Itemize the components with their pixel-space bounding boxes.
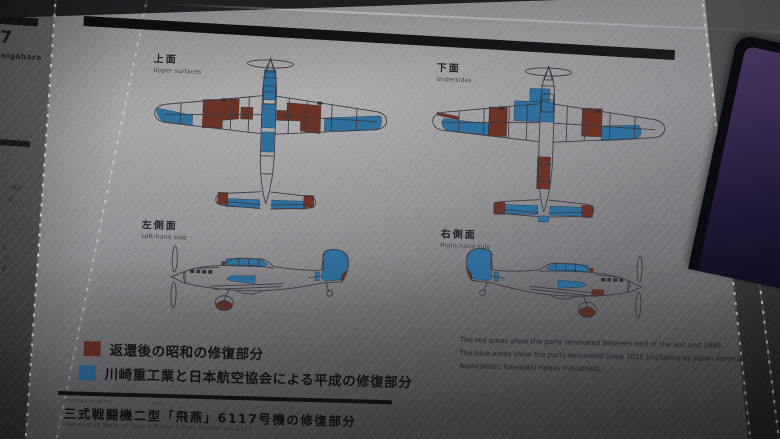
adjacent-panel-text-fragment: a bbox=[4, 253, 10, 263]
upper-surfaces-diagram bbox=[151, 53, 390, 214]
adjacent-panel-number: 7 bbox=[0, 27, 13, 49]
adjacent-panel-text-fragment: d bbox=[1, 263, 7, 273]
adjacent-panel-bar bbox=[0, 138, 31, 148]
label-jp: 左側面 bbox=[141, 219, 178, 233]
legend-swatch-blue bbox=[78, 364, 96, 380]
adjacent-panel-text-fragment: s. bbox=[1, 242, 9, 252]
right-side-diagram bbox=[463, 247, 644, 319]
label-jp: 右側面 bbox=[440, 228, 477, 242]
adjacent-panel-title-fragment: nigahara bbox=[0, 50, 42, 63]
label-left-hand-side: 左側面 Left-hand side bbox=[141, 216, 187, 242]
undersides-diagram bbox=[429, 61, 668, 223]
adjacent-panel-text-fragment: Air bbox=[11, 183, 22, 193]
legend-label-red: 返還後の昭和の修復部分 bbox=[109, 342, 264, 364]
english-note: The red areas show the parts renovated b… bbox=[459, 334, 753, 379]
legend-row-blue: 川崎重工業と日本航空協会による平成の修復部分 bbox=[78, 362, 412, 391]
adjacent-panel-text-fragment: d bbox=[7, 194, 13, 204]
legend-swatch-red bbox=[83, 340, 101, 356]
left-side-diagram bbox=[169, 243, 350, 315]
legend-row-red: 返還後の昭和の修復部分 bbox=[83, 338, 264, 364]
